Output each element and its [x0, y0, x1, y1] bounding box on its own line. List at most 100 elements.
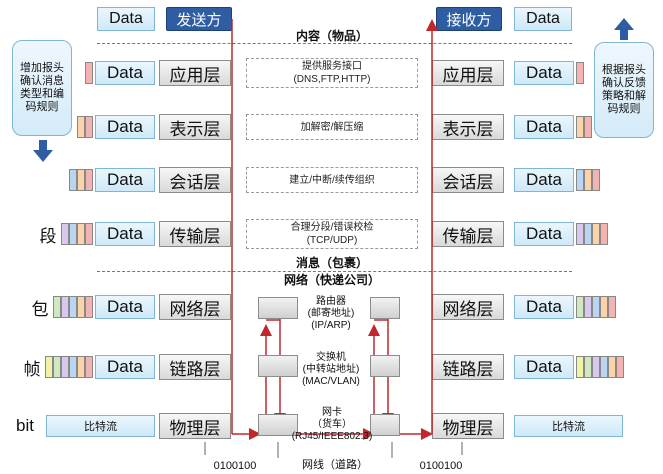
layer-desc-0: 提供服务接口 (DNS,FTP,HTTP): [246, 58, 418, 88]
left-layer-5: 链路层: [159, 354, 231, 380]
right-strip-2-2: [592, 169, 600, 191]
switch-left-box: [258, 355, 298, 377]
left-strip-1-1: [77, 116, 85, 138]
right-strip-3-1: [584, 223, 592, 245]
left-bitstream: 比特流: [46, 415, 155, 437]
router-title: 路由器: [316, 296, 346, 307]
left-header-data: Data: [97, 7, 155, 31]
right-data-3: Data: [514, 222, 574, 246]
left-prefix-6: bit: [16, 416, 34, 435]
right-layer-2: 会话层: [432, 167, 504, 193]
right-layer-0: 应用层: [432, 60, 504, 86]
left-strip-4-4: [53, 296, 61, 318]
right-strip-4-1: [584, 296, 592, 318]
right-strip-5-2: [592, 356, 600, 378]
left-strip-2-0: [85, 169, 93, 191]
router-caption: 路由器 (邮寄地址) (IP/ARP): [290, 295, 372, 333]
switch-title: 交换机: [316, 352, 346, 363]
left-data-0: Data: [95, 61, 155, 85]
right-strip-5-1: [584, 356, 592, 378]
right-strip-3-0: [576, 223, 584, 245]
right-strip-3-2: [592, 223, 600, 245]
left-strip-4-3: [61, 296, 69, 318]
left-strip-2-1: [77, 169, 85, 191]
right-strip-4-4: [608, 296, 616, 318]
right-strip-1-0: [576, 116, 584, 138]
left-strip-3-0: [85, 223, 93, 245]
left-strip-3-2: [69, 223, 77, 245]
right-strip-5-0: [576, 356, 584, 378]
right-strip-2-1: [584, 169, 592, 191]
nic-sub1: （货车）: [312, 419, 352, 430]
right-data-2: Data: [514, 168, 574, 192]
message-divider: [97, 271, 572, 272]
right-data-5: Data: [514, 355, 574, 379]
right-strip-2-0: [576, 169, 584, 191]
left-strip-5-1: [77, 356, 85, 378]
left-strip-1-0: [85, 116, 93, 138]
right-strip-5-3: [600, 356, 608, 378]
right-strip-0-0: [576, 62, 584, 84]
left-strip-2-2: [69, 169, 77, 191]
right-header-data: Data: [514, 7, 572, 31]
sender-title: 发送方: [166, 7, 232, 31]
left-note: 增加报头确认消息类型和编码规则: [12, 40, 72, 136]
right-note-arrow-icon: [614, 18, 634, 40]
router-left-box: [258, 297, 298, 319]
left-layer-2: 会话层: [159, 167, 231, 193]
left-prefix-4: 包: [31, 299, 49, 319]
left-strip-3-3: [61, 223, 69, 245]
left-data-2: Data: [95, 168, 155, 192]
layer-desc-2: 建立/中断/续传组织: [246, 167, 418, 193]
right-data-4: Data: [514, 295, 574, 319]
left-strip-5-4: [53, 356, 61, 378]
left-strip-5-3: [61, 356, 69, 378]
layer-desc-3: 合理分段/错误校检 (TCP/UDP): [246, 219, 418, 249]
right-layer-5: 链路层: [432, 354, 504, 380]
nic-title: 网卡: [322, 407, 342, 418]
left-layer-0: 应用层: [159, 60, 231, 86]
message-label: 消息（包裹）: [295, 255, 368, 270]
left-layer-3: 传输层: [159, 221, 231, 247]
left-strip-5-5: [45, 356, 53, 378]
nic-right-box: [370, 414, 400, 436]
layer-desc-1: 加解密/解压缩: [246, 114, 418, 140]
bottom-right-bits: 0100100: [419, 460, 463, 472]
nic-left-box: [258, 414, 298, 436]
content-label: 内容（物品）: [295, 28, 368, 43]
left-prefix-5: 帧: [23, 359, 41, 379]
left-strip-4-2: [69, 296, 77, 318]
left-strip-5-0: [85, 356, 93, 378]
right-strip-3-3: [600, 223, 608, 245]
right-layer-6: 物理层: [432, 413, 504, 439]
receiver-title: 接收方: [436, 7, 502, 31]
left-data-4: Data: [95, 295, 155, 319]
right-bitstream: 比特流: [514, 415, 623, 437]
left-strip-4-0: [85, 296, 93, 318]
left-strip-4-1: [77, 296, 85, 318]
left-note-arrow-icon: [33, 140, 53, 162]
nic-caption: 网卡 （货车） (RJ45/IEEE802.3): [282, 406, 382, 444]
left-data-5: Data: [95, 355, 155, 379]
right-strip-5-4: [608, 356, 616, 378]
right-data-0: Data: [514, 61, 574, 85]
switch-sub1: (中转站地址): [302, 364, 360, 375]
right-strip-1-1: [584, 116, 592, 138]
router-sub1: (邮寄地址): [307, 308, 355, 319]
left-data-1: Data: [95, 115, 155, 139]
right-note: 根据报头确认反馈策略和解码规则: [594, 42, 654, 138]
nic-sub2: (RJ45/IEEE802.3): [291, 431, 373, 442]
left-layer-6: 物理层: [159, 413, 231, 439]
router-right-box: [370, 297, 400, 319]
left-layer-4: 网络层: [159, 294, 231, 320]
network-label: 网络（快递公司）: [283, 272, 380, 287]
right-strip-4-0: [576, 296, 584, 318]
bottom-left-bits: 0100100: [213, 460, 257, 472]
right-layer-1: 表示层: [432, 114, 504, 140]
left-data-3: Data: [95, 222, 155, 246]
switch-sub2: (MAC/VLAN): [302, 376, 360, 387]
left-layer-1: 表示层: [159, 114, 231, 140]
content-divider: [97, 43, 572, 44]
right-strip-4-3: [600, 296, 608, 318]
